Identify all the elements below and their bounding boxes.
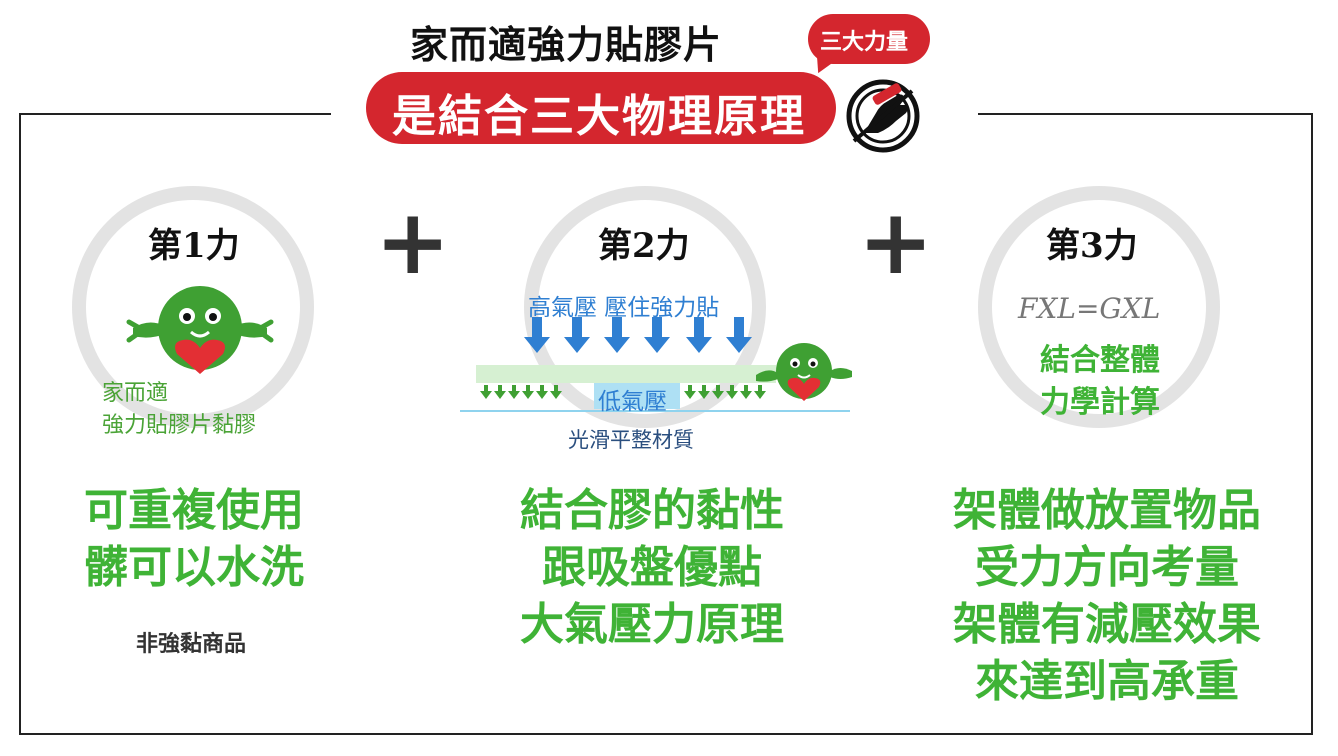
description-line: 受力方向考量 bbox=[975, 542, 1239, 593]
force-3-formula: FXL=GXL bbox=[1018, 292, 1161, 325]
description-line: 可重複使用 bbox=[84, 485, 304, 536]
force-1-description: 可重複使用 髒可以水洗 bbox=[64, 482, 324, 596]
force-1-label: 第1力 bbox=[148, 226, 240, 266]
force-3-description: 架體做放置物品 受力方向考量 架體有減壓效果 來達到高承重 bbox=[930, 482, 1284, 710]
page-title: 家而適強力貼膠片 bbox=[410, 23, 723, 67]
caption-line: 強力貼膠片黏膠 bbox=[102, 413, 257, 438]
force-3-calculation: 結合整體 力學計算 bbox=[1010, 340, 1190, 424]
pressure-diagram bbox=[460, 317, 852, 412]
force-2-description: 結合膠的黏性 跟吸盤優點 大氣壓力原理 bbox=[496, 482, 808, 653]
banner bbox=[366, 72, 836, 144]
frame-top-left-rule bbox=[19, 113, 331, 115]
description-line: 大氣壓力原理 bbox=[520, 599, 784, 650]
caption-line: 家而適 bbox=[102, 381, 169, 406]
calculation-line: 力學計算 bbox=[1040, 385, 1160, 420]
description-line: 架體有減壓效果 bbox=[953, 599, 1261, 650]
force-3-label: 第3力 bbox=[1046, 226, 1138, 266]
smooth-surface-label: 光滑平整材質 bbox=[568, 428, 694, 452]
description-line: 髒可以水洗 bbox=[84, 542, 304, 593]
force-2-label: 第2力 bbox=[598, 226, 690, 266]
plus-sign: + bbox=[858, 190, 934, 295]
calculation-line: 結合整體 bbox=[1040, 343, 1160, 378]
force-1-caption: 家而適 強力貼膠片黏膠 bbox=[102, 378, 256, 442]
high-pressure-label: 高氣壓 壓住強力貼 bbox=[528, 295, 720, 321]
low-pressure-label: 低氣壓 bbox=[598, 389, 667, 415]
hand-icon bbox=[846, 79, 920, 153]
description-line: 結合膠的黏性 bbox=[520, 485, 784, 536]
bubble-badge-label: 三大力量 bbox=[820, 30, 909, 55]
bubble-badge bbox=[808, 14, 930, 64]
plus-sign: + bbox=[375, 190, 451, 295]
description-line: 來達到高承重 bbox=[975, 656, 1239, 707]
mascot-icon bbox=[126, 286, 274, 374]
content-frame bbox=[19, 113, 1313, 735]
description-line: 架體做放置物品 bbox=[953, 485, 1261, 536]
frame-top-right-rule bbox=[978, 113, 1313, 115]
force-1-note: 非強黏商品 bbox=[136, 632, 247, 657]
description-line: 跟吸盤優點 bbox=[542, 542, 762, 593]
banner-label: 是結合三大物理原理 bbox=[392, 91, 806, 142]
